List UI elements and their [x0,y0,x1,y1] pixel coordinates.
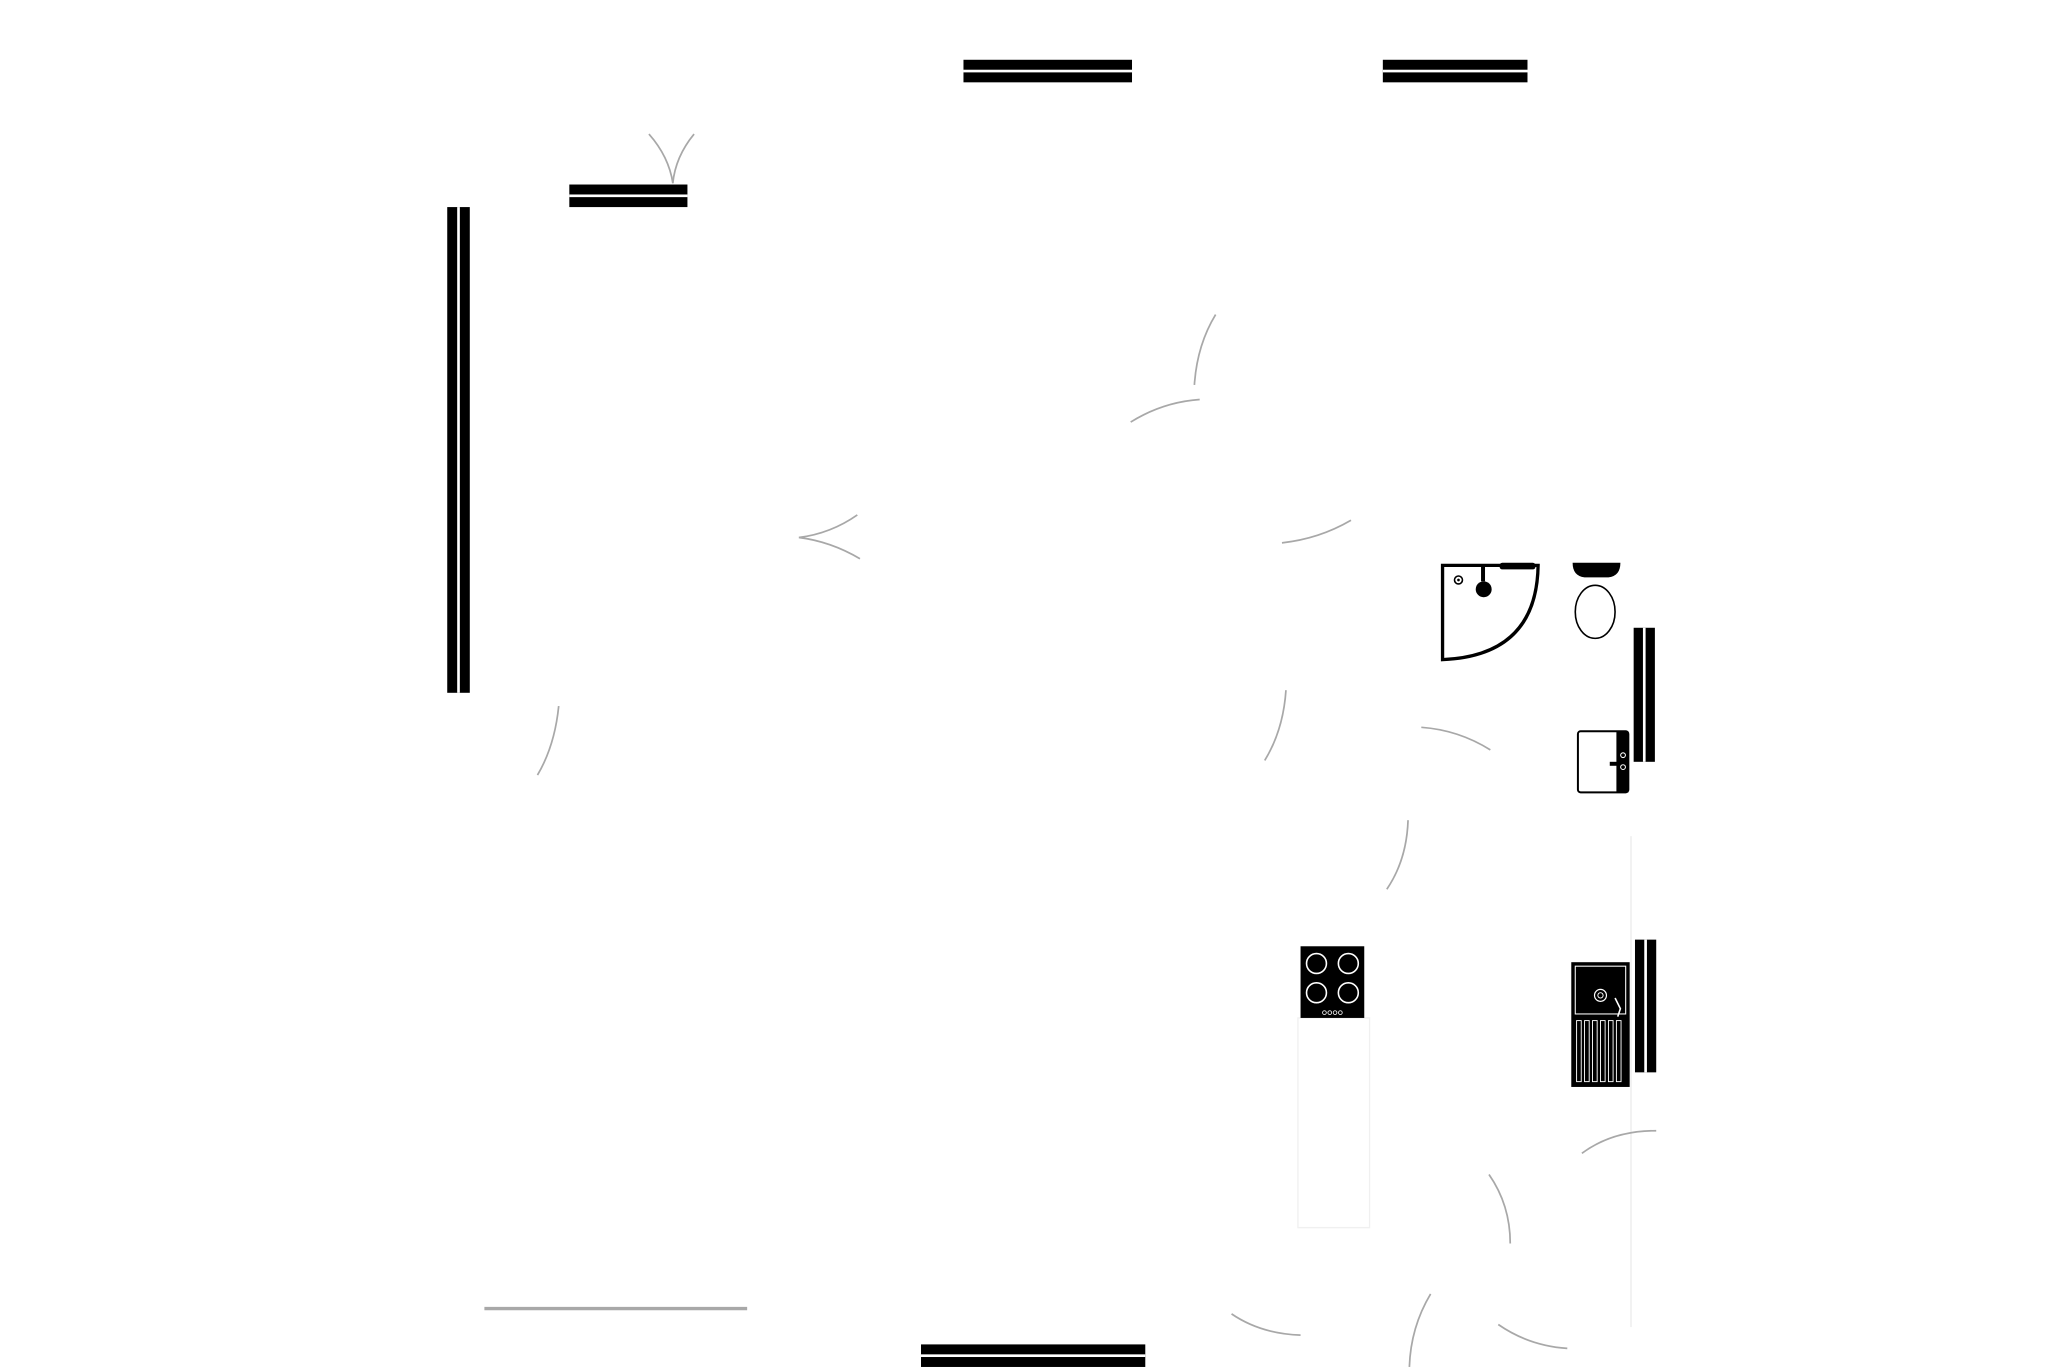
window-right-kitchen [1634,939,1657,1073]
shower-icon [1440,562,1540,662]
door-swing [1193,314,1217,385]
door-swing [1130,398,1200,423]
door-swing [1488,1174,1512,1244]
door-swing [1497,1323,1568,1350]
window-top-right [1382,59,1528,83]
washbasin-icon [1576,730,1630,794]
window-right-bathroom [1633,627,1655,762]
door-swing [671,133,695,184]
door-swing [1281,519,1352,544]
door-swing [648,133,674,184]
door-swing [1263,690,1287,761]
door-swing [1581,1129,1657,1154]
toilet-icon [1572,562,1621,640]
kitchen-counter [1297,1017,1371,1229]
door-swing [1408,1293,1432,1367]
door-swing [1231,1313,1301,1336]
door-swing [1386,820,1409,890]
window-bottom [921,1344,1146,1367]
window-top-left [569,184,688,208]
door-swing [536,705,560,776]
kitchen-sink-icon [1571,962,1630,1087]
door-swing [1421,726,1491,751]
door-swing [798,514,861,560]
cooktop-icon [1300,946,1365,1018]
door-swings [536,133,1657,1367]
window-top-center [963,59,1133,83]
window-left [447,207,470,693]
